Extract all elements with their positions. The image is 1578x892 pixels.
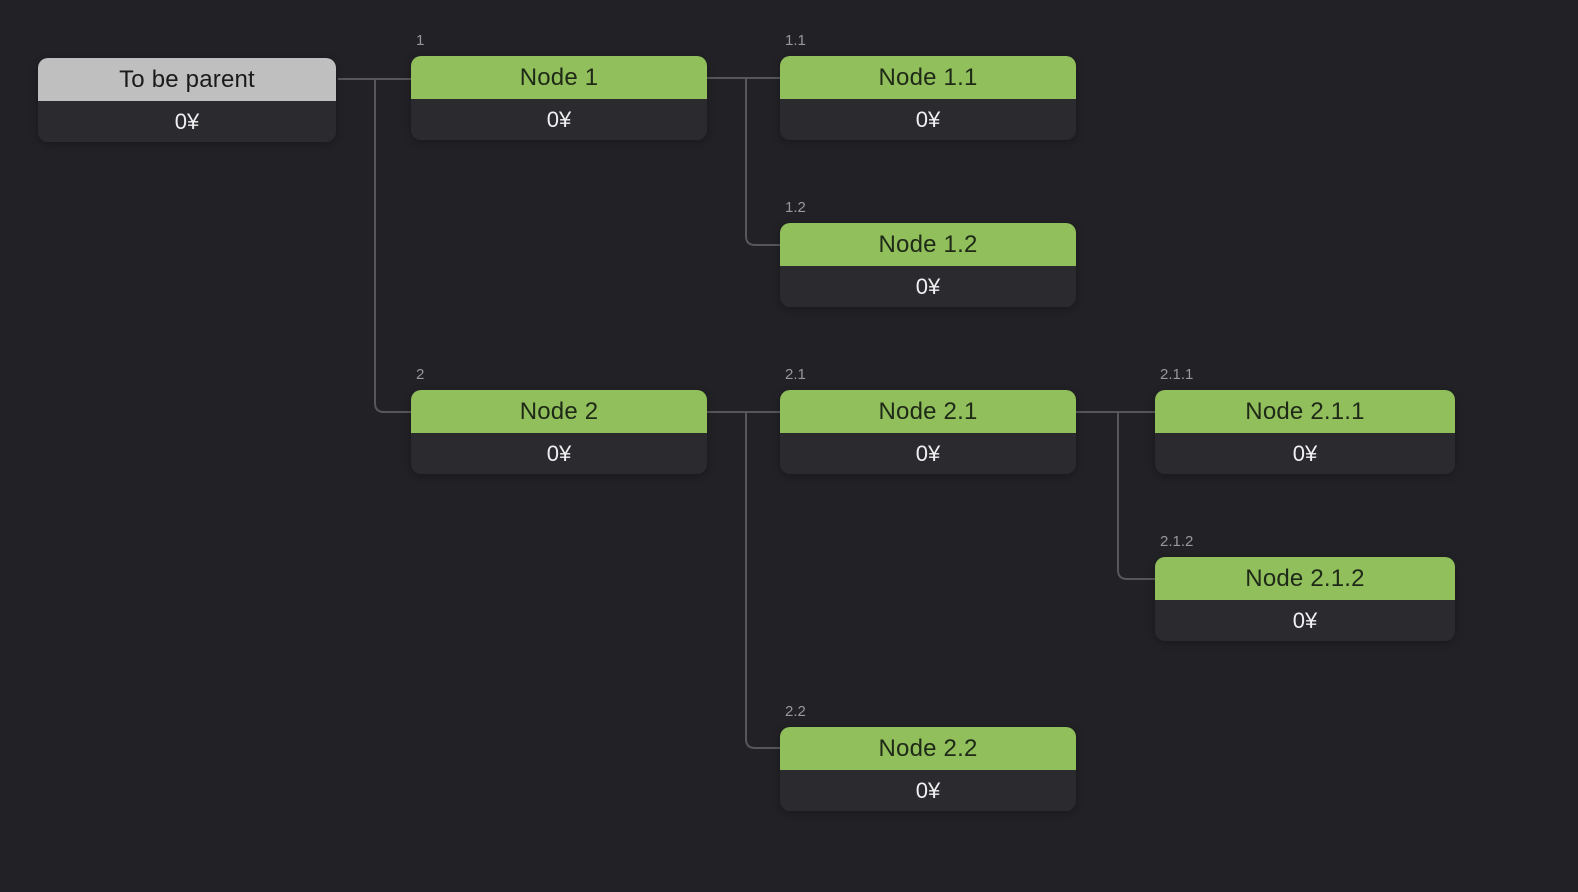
- node-2-1-2[interactable]: 2.1.2 Node 2.1.2 0¥: [1155, 534, 1455, 641]
- node-outline-label: 2.1.1: [1160, 366, 1194, 383]
- node-title[interactable]: Node 2.2: [780, 727, 1076, 770]
- node-title[interactable]: Node 1: [411, 56, 707, 99]
- node-value[interactable]: 0¥: [780, 433, 1076, 474]
- node-2-2[interactable]: 2.2 Node 2.2 0¥: [780, 704, 1076, 811]
- edge-root-to-node2: [338, 78, 411, 413]
- node-value[interactable]: 0¥: [780, 266, 1076, 307]
- node-value[interactable]: 0¥: [38, 101, 336, 142]
- node-title[interactable]: Node 2.1.1: [1155, 390, 1455, 433]
- node-title[interactable]: Node 1.1: [780, 56, 1076, 99]
- node-outline-label: 1.1: [785, 32, 806, 49]
- node-title[interactable]: Node 1.2: [780, 223, 1076, 266]
- node-value[interactable]: 0¥: [411, 433, 707, 474]
- node-2-1[interactable]: 2.1 Node 2.1 0¥: [780, 367, 1076, 474]
- node-2-1-1[interactable]: 2.1.1 Node 2.1.1 0¥: [1155, 367, 1455, 474]
- node-2[interactable]: 2 Node 2 0¥: [411, 367, 707, 474]
- node-value[interactable]: 0¥: [780, 770, 1076, 811]
- node-title[interactable]: Node 2.1: [780, 390, 1076, 433]
- node-1[interactable]: 1 Node 1 0¥: [411, 33, 707, 140]
- node-outline-label: 1.2: [785, 199, 806, 216]
- node-1-2[interactable]: 1.2 Node 1.2 0¥: [780, 200, 1076, 307]
- node-value[interactable]: 0¥: [1155, 433, 1455, 474]
- node-value[interactable]: 0¥: [780, 99, 1076, 140]
- node-1-1[interactable]: 1.1 Node 1.1 0¥: [780, 33, 1076, 140]
- node-title[interactable]: Node 2.1.2: [1155, 557, 1455, 600]
- node-value[interactable]: 0¥: [411, 99, 707, 140]
- node-outline-label: 2.2: [785, 703, 806, 720]
- node-title[interactable]: Node 2: [411, 390, 707, 433]
- edge-node1-to-node12: [707, 77, 780, 246]
- node-outline-label: 2.1.2: [1160, 533, 1194, 550]
- node-outline-label: 2.1: [785, 366, 806, 383]
- node-title[interactable]: To be parent: [38, 58, 336, 101]
- edge-node2-to-node22: [707, 411, 780, 749]
- node-value[interactable]: 0¥: [1155, 600, 1455, 641]
- node-outline-label: 2: [416, 366, 425, 383]
- node-root[interactable]: To be parent 0¥: [38, 58, 336, 142]
- node-outline-label: 1: [416, 32, 425, 49]
- edge-node21-to-node212: [1076, 411, 1155, 580]
